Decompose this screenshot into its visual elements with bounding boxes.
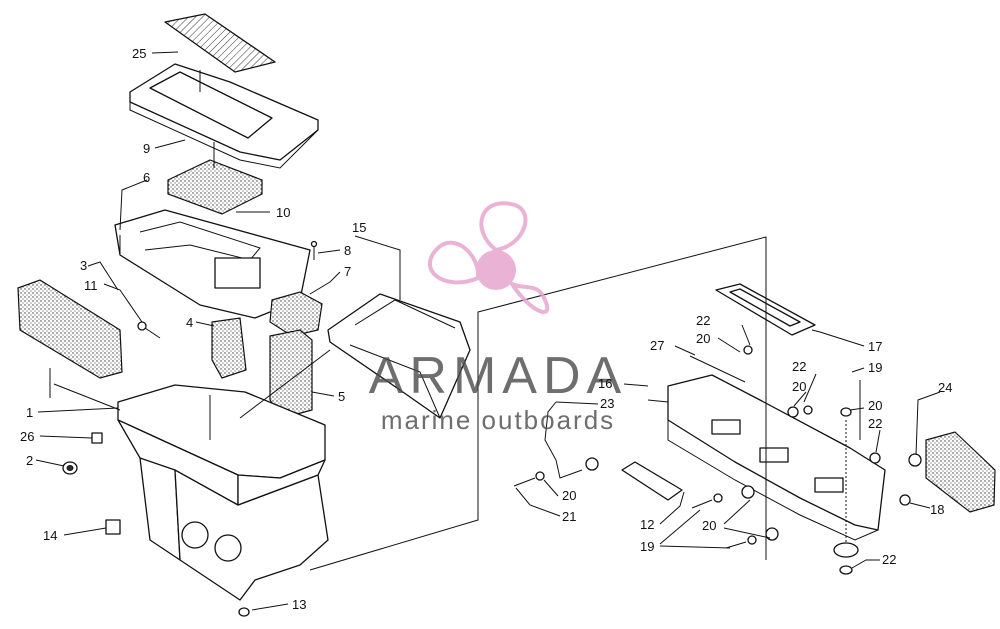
- part-16-mount-bracket: [667, 374, 886, 541]
- part-14-fastener: [105, 519, 121, 535]
- callout-22a: 22: [696, 313, 710, 328]
- part-8-screw: [310, 240, 318, 260]
- part-18-foam-pad: [925, 431, 996, 513]
- propeller-hub-icon: [476, 250, 516, 290]
- callout-16: 16: [598, 376, 612, 391]
- callout-5: 5: [338, 389, 345, 404]
- callout-2: 2: [26, 453, 33, 468]
- part-7-foam-pad: [269, 291, 323, 337]
- callout-23: 23: [600, 396, 614, 411]
- callout-19b: 19: [640, 539, 654, 554]
- callout-15: 15: [352, 220, 366, 235]
- callout-17: 17: [868, 339, 882, 354]
- callout-20e: 20: [702, 518, 716, 533]
- callout-8: 8: [344, 243, 351, 258]
- callout-20d: 20: [562, 488, 576, 503]
- part-5-foam-insert: [269, 329, 313, 419]
- callout-20a: 20: [696, 331, 710, 346]
- callout-19a: 19: [868, 360, 882, 375]
- part-15-intake-cover: [327, 293, 471, 419]
- part-23-wire-link: [544, 401, 583, 479]
- callout-22d: 22: [882, 552, 896, 567]
- part-26-clip: [91, 432, 103, 444]
- part-3-side-foam: [17, 279, 123, 379]
- callout-20b: 20: [792, 379, 806, 394]
- propeller-blade-left-icon: [427, 240, 481, 285]
- callout-25: 25: [132, 46, 146, 61]
- part-12-latch-plate: [621, 461, 683, 501]
- callout-1: 1: [26, 405, 33, 420]
- callout-leaders: [35, 51, 941, 611]
- hardware-small-parts: [513, 345, 922, 575]
- watermark-tagline: marine outboards: [381, 405, 615, 435]
- callout-20c: 20: [868, 398, 882, 413]
- callout-14: 14: [43, 528, 57, 543]
- callout-13: 13: [292, 597, 306, 612]
- watermark-brand: ARMADA: [369, 347, 627, 405]
- callout-18: 18: [930, 502, 944, 517]
- propeller-blade-top-icon: [479, 201, 528, 253]
- callout-11: 11: [84, 278, 98, 293]
- callout-21: 21: [562, 509, 576, 524]
- callout-7: 7: [344, 264, 351, 279]
- watermark-logo: [427, 201, 550, 314]
- callout-3: 3: [80, 258, 87, 273]
- callout-9: 9: [143, 141, 150, 156]
- callout-10: 10: [276, 205, 290, 220]
- part-1-airbox-housing: [117, 384, 329, 601]
- callout-27: 27: [650, 338, 664, 353]
- propeller-blade-right-icon: [506, 279, 550, 314]
- callout-4: 4: [186, 315, 193, 330]
- callout-22c: 22: [868, 416, 882, 431]
- part-27-rod: [689, 355, 746, 383]
- callout-24: 24: [938, 380, 952, 395]
- part-13-drain-plug: [238, 607, 250, 617]
- part-10-foam-filter: [167, 159, 263, 215]
- callout-26: 26: [20, 429, 34, 444]
- callout-22b: 22: [792, 359, 806, 374]
- callout-labels: 25 9 6 10 15 8 7 3 11 4 5 1 26 2 14 13 1…: [20, 46, 952, 612]
- part-9-airbox-lid: [129, 63, 319, 169]
- part-25-filter-screen: [164, 13, 276, 73]
- assembly-reference-lines: [49, 70, 861, 571]
- part-4-foam-insert: [211, 317, 247, 379]
- part-11-bolt: [137, 321, 161, 339]
- callout-12: 12: [640, 517, 654, 532]
- part-2-grommet: [62, 461, 78, 475]
- callout-6: 6: [143, 170, 150, 185]
- part-6-mounting-plate: [114, 209, 311, 319]
